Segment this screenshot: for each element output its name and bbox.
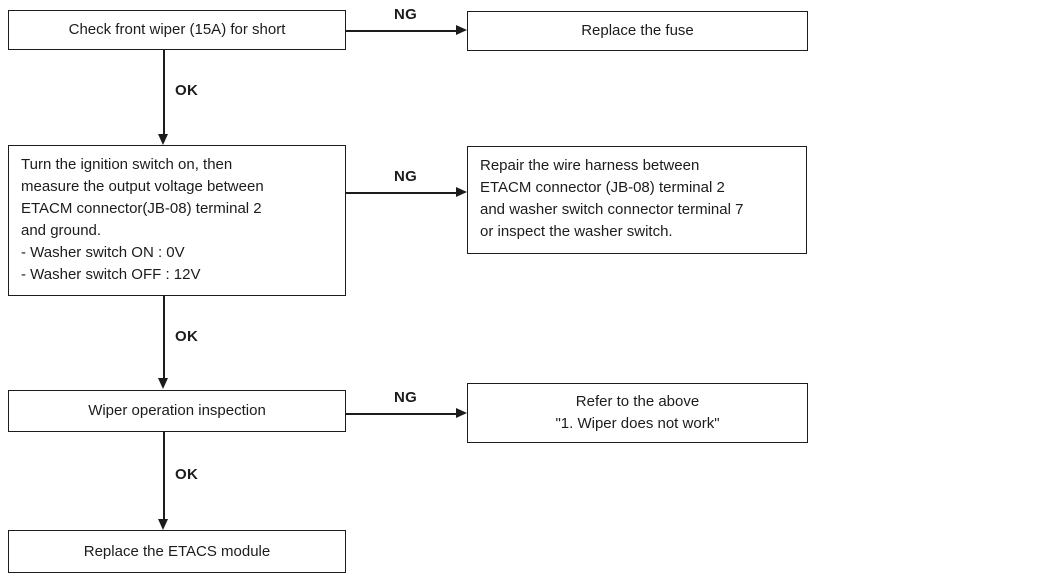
ng-label-1: NG (394, 6, 418, 23)
flow-box-refer-above: Refer to the above "1. Wiper does not wo… (467, 383, 808, 443)
flow-box-wiper-inspection-text: Wiper operation inspection (88, 402, 266, 419)
flow-box-measure-voltage: Turn the ignition switch on, then measur… (8, 145, 346, 296)
ok-label-1: OK (175, 82, 199, 99)
ok-label-3: OK (175, 466, 199, 483)
ng-label-3: NG (394, 389, 418, 406)
ng-arrow-2-head-icon (456, 187, 467, 197)
flow-box-replace-fuse-text: Replace the fuse (581, 22, 694, 39)
flow-box-check-front-wiper: Check front wiper (15A) for short (8, 10, 346, 50)
ng-label-2: NG (394, 168, 418, 185)
ok-arrow-2-line (163, 296, 165, 379)
flow-box-wiper-inspection: Wiper operation inspection (8, 390, 346, 432)
flow-box-repair-harness: Repair the wire harness between ETACM co… (467, 146, 807, 254)
ng-arrow-1-head-icon (456, 25, 467, 35)
ok-arrow-1-line (163, 50, 165, 135)
ng-arrow-3-line (346, 413, 457, 415)
flow-box-repair-harness-text: Repair the wire harness between ETACM co… (480, 157, 744, 240)
ng-arrow-1-line (346, 30, 457, 32)
ng-arrow-2-line (346, 192, 457, 194)
ok-arrow-2-head-icon (158, 378, 168, 389)
flow-box-replace-etacs: Replace the ETACS module (8, 530, 346, 573)
ok-arrow-1-head-icon (158, 134, 168, 145)
ok-label-2: OK (175, 328, 199, 345)
ok-arrow-3-line (163, 432, 165, 519)
flow-box-replace-etacs-text: Replace the ETACS module (83, 542, 271, 560)
flow-box-check-front-wiper-text: Check front wiper (15A) for short (68, 21, 286, 38)
flow-box-refer-above-text: Refer to the above "1. Wiper does not wo… (555, 393, 720, 432)
flow-box-replace-fuse: Replace the fuse (467, 11, 808, 51)
ng-arrow-3-head-icon (456, 408, 467, 418)
ok-arrow-3-head-icon (158, 519, 168, 530)
flow-box-measure-voltage-text: Turn the ignition switch on, then measur… (21, 156, 264, 283)
